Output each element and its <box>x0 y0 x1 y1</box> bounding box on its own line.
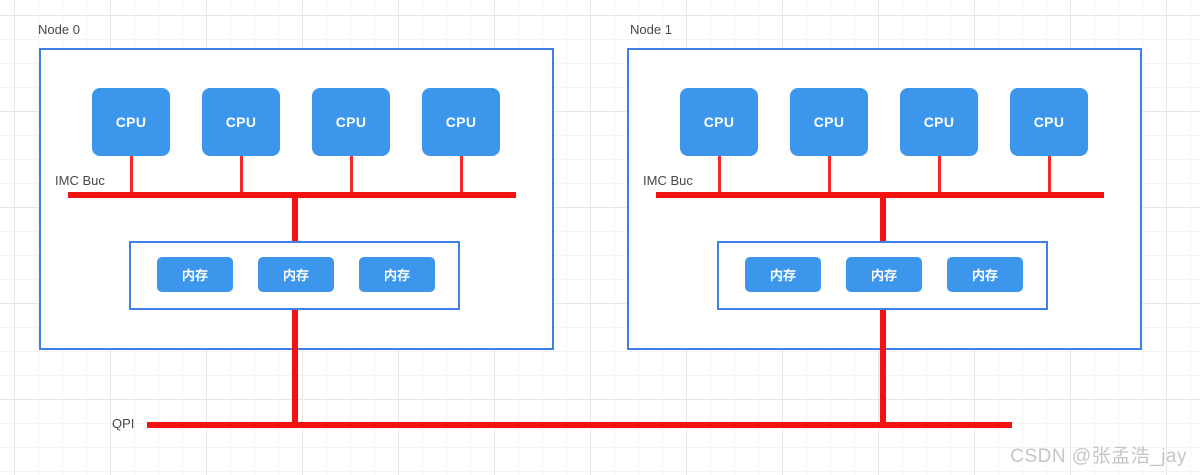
cpu-box: CPU <box>680 88 758 156</box>
memory-trunk-line <box>880 198 886 241</box>
cpu-box: CPU <box>900 88 978 156</box>
memory-group-box: 内存 内存 内存 <box>129 241 460 310</box>
memory-group-box: 内存 内存 内存 <box>717 241 1048 310</box>
imc-bus-line <box>656 192 1104 198</box>
cpu-connector-line <box>240 156 243 192</box>
node0-label: Node 0 <box>38 22 80 37</box>
memory-box: 内存 <box>157 257 233 292</box>
node1-box: CPU CPU CPU CPU IMC Buc 内存 内存 内存 <box>627 48 1142 350</box>
qpi-label: QPI <box>112 416 135 431</box>
cpu-connector-line <box>460 156 463 192</box>
cpu-box: CPU <box>422 88 500 156</box>
node1-label: Node 1 <box>630 22 672 37</box>
imc-bus-label: IMC Buc <box>55 173 105 188</box>
cpu-connector-line <box>718 156 721 192</box>
memory-box: 内存 <box>745 257 821 292</box>
node0-qpi-trunk-line <box>292 310 298 428</box>
node1-qpi-trunk-line <box>880 310 886 428</box>
cpu-box: CPU <box>1010 88 1088 156</box>
cpu-box: CPU <box>92 88 170 156</box>
cpu-connector-line <box>130 156 133 192</box>
memory-box: 内存 <box>258 257 334 292</box>
cpu-connector-line <box>1048 156 1051 192</box>
memory-trunk-line <box>292 198 298 241</box>
imc-bus-line <box>68 192 516 198</box>
cpu-box: CPU <box>312 88 390 156</box>
cpu-connector-line <box>938 156 941 192</box>
watermark: CSDN @张孟浩_jay <box>1010 446 1187 467</box>
cpu-box: CPU <box>790 88 868 156</box>
cpu-connector-line <box>828 156 831 192</box>
qpi-bus-line <box>147 422 1012 428</box>
node0-box: CPU CPU CPU CPU IMC Buc 内存 内存 内存 <box>39 48 554 350</box>
cpu-box: CPU <box>202 88 280 156</box>
imc-bus-label: IMC Buc <box>643 173 693 188</box>
memory-box: 内存 <box>846 257 922 292</box>
memory-box: 内存 <box>359 257 435 292</box>
cpu-connector-line <box>350 156 353 192</box>
memory-box: 内存 <box>947 257 1023 292</box>
